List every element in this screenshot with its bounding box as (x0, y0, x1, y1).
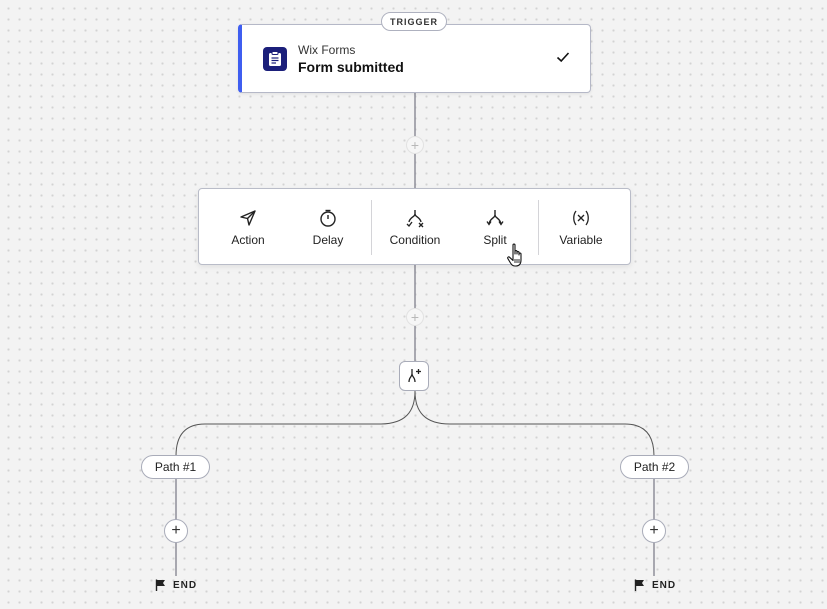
stopwatch-icon (320, 209, 336, 227)
path-2-add-step-button[interactable]: + (642, 519, 666, 543)
variable-option[interactable]: Variable (541, 189, 621, 264)
split-option[interactable]: Split (455, 189, 535, 264)
path-1-end-label: END (173, 579, 198, 591)
add-step-button[interactable]: + (406, 136, 424, 154)
trigger-event-name: Form submitted (298, 59, 404, 75)
path-2-end: END (634, 579, 676, 591)
menu-divider (538, 200, 539, 255)
add-step-button[interactable]: + (406, 308, 424, 326)
split-add-icon (408, 369, 421, 383)
path-1-end: END (155, 579, 197, 591)
variable-option-label: Variable (559, 233, 603, 247)
wix-forms-app-icon (263, 47, 287, 71)
trigger-badge: TRIGGER (381, 12, 447, 31)
trigger-card[interactable]: Wix Forms Form submitted (238, 24, 591, 93)
hand-pointer-cursor-icon (507, 243, 522, 267)
split-option-label: Split (483, 233, 507, 247)
variable-icon (573, 210, 589, 226)
action-option[interactable]: Action (208, 189, 288, 264)
path-2-end-label: END (652, 579, 677, 591)
split-node[interactable] (399, 361, 429, 391)
path-2-label[interactable]: Path #2 (620, 455, 689, 479)
delay-option[interactable]: Delay (288, 189, 368, 264)
flag-icon (155, 579, 165, 591)
flag-icon (634, 579, 644, 591)
condition-icon (406, 210, 424, 228)
condition-option-label: Condition (389, 233, 441, 247)
menu-divider (371, 200, 372, 255)
split-icon (486, 210, 504, 226)
action-option-label: Action (231, 233, 265, 247)
checkmark-icon (556, 52, 570, 63)
trigger-app-name: Wix Forms (298, 43, 356, 57)
send-icon (240, 210, 256, 226)
step-type-menu: Action Delay Condition Split (198, 188, 631, 265)
delay-option-label: Delay (312, 233, 344, 247)
path-1-add-step-button[interactable]: + (164, 519, 188, 543)
condition-option[interactable]: Condition (375, 189, 455, 264)
path-1-label[interactable]: Path #1 (141, 455, 210, 479)
